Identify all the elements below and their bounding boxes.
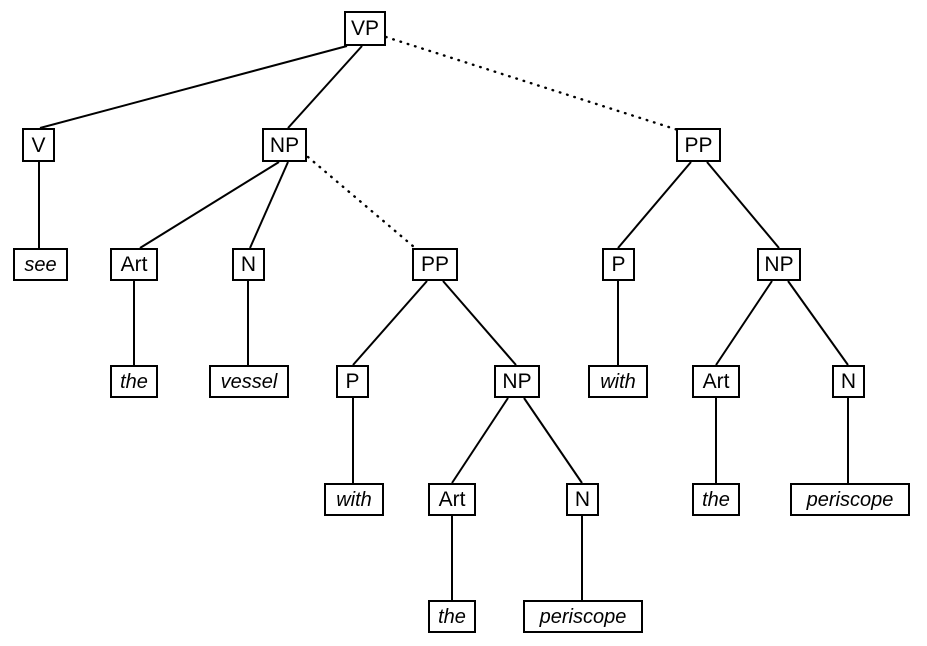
tree-node-vp: VP [344,11,386,46]
tree-node-the1: the [110,365,158,398]
tree-node-with_r: with [588,365,648,398]
tree-edge-np1-to-pp_mid [306,155,416,249]
tree-node-np_right: NP [757,248,801,281]
tree-node-np_mid: NP [494,365,540,398]
tree-node-p_right: P [602,248,635,281]
tree-node-pp_right: PP [676,128,721,162]
tree-edge-np_mid-to-n_mid [523,397,583,484]
tree-node-the_m: the [428,600,476,633]
tree-node-see: see [13,248,68,281]
tree-node-n1: N [232,248,265,281]
tree-node-pp_mid: PP [412,248,458,281]
tree-node-peri_m: periscope [523,600,643,633]
tree-edge-pp_mid-to-p_mid [352,280,428,366]
tree-edge-vp-to-np1 [287,45,363,129]
tree-node-n_right: N [832,365,865,398]
tree-edge-vp-to-pp_right [384,35,680,132]
tree-edge-pp_mid-to-np_mid [442,280,517,366]
tree-node-art_right: Art [692,365,740,398]
tree-edge-np_right-to-n_right [787,280,849,366]
tree-edge-pp_right-to-np_right [706,161,780,249]
tree-node-v: V [22,128,55,162]
tree-node-p_mid: P [336,365,369,398]
tree-edge-pp_right-to-p_right [617,161,692,249]
tree-edge-np1-to-art1 [139,161,280,249]
tree-node-art1: Art [110,248,158,281]
tree-node-vessel: vessel [209,365,289,398]
tree-edge-np1-to-n1 [249,161,289,249]
tree-node-the_r: the [692,483,740,516]
tree-node-np1: NP [262,128,307,162]
tree-node-n_mid: N [566,483,599,516]
tree-edge-vp-to-v [39,45,348,129]
tree-node-with_m: with [324,483,384,516]
tree-node-art_mid: Art [428,483,476,516]
tree-node-peri_r: periscope [790,483,910,516]
tree-edge-np_mid-to-art_mid [451,397,509,484]
tree-edge-np_right-to-art_right [715,280,773,366]
